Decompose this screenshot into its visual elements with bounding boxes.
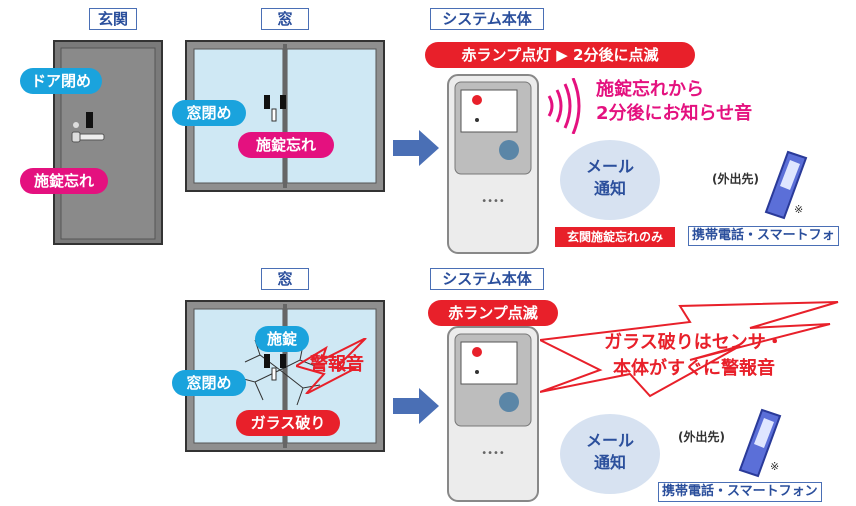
arrow-right-icon-top [393,130,439,166]
window-lock-icon-top [264,95,286,122]
mobile-phone-icon-top [764,150,808,220]
system-device-bottom: •••• [447,326,539,502]
destination-label-top: (外出先) [712,172,759,186]
system-label-bottom: システム本体 [430,268,544,290]
svg-text:••••: •••• [481,196,505,207]
sound-note-line1: 施錠忘れから [596,79,704,100]
phone-label-top: 携帯電話・スマートフォ [688,226,839,246]
locked-badge-bottom: 施錠 [255,326,309,352]
sound-note-line2: 2分後にお知らせ音 [596,103,753,124]
alert-lightning-banner [540,301,839,398]
sound-wave-icon [547,78,581,134]
note-mark-top: ※ [794,203,804,216]
glass-break-badge: ガラス破り [236,410,340,436]
mail-line1-top: メール [585,157,634,176]
svg-text:••••: •••• [481,448,505,459]
window-lock-icon-bottom [264,354,286,381]
system-device-top: •••• [447,74,539,254]
alarm-burst-icon [296,338,367,394]
mail-notification-top: メール 通知 [560,140,660,220]
mail-line1-bottom: メール [585,431,634,450]
door-closed-badge: ドア閉め [20,68,102,94]
door-unlocked-badge: 施錠忘れ [20,168,108,194]
arrow-right-icon-bottom [393,388,439,424]
mobile-phone-icon-bottom [738,408,782,478]
alarm-label: 警報音 [310,354,364,375]
window-closed-badge-bottom: 窓閉め [172,370,246,396]
window-label-bottom: 窓 [261,268,309,290]
lamp-status-badge-top: 赤ランプ点灯 ▶ 2分後に点滅 [425,42,695,68]
alert-line1: ガラス破りはセンサ・ [604,332,784,353]
system-label-top: システム本体 [430,8,544,30]
phone-label-bottom: 携帯電話・スマートフォン [658,482,822,502]
lamp-status-badge-bottom: 赤ランプ点滅 [428,300,558,326]
window-closed-badge-top: 窓閉め [172,100,246,126]
entrance-label: 玄関 [89,8,137,30]
mail-condition-label: 玄関施錠忘れのみ [555,227,675,247]
window-unlocked-badge-top: 施錠忘れ [238,132,334,158]
alert-line2: 本体がすぐに警報音 [613,358,775,379]
note-mark-bottom: ※ [770,460,780,473]
window-label-top: 窓 [261,8,309,30]
mail-notification-bottom: メール 通知 [560,414,660,494]
mail-line2-bottom: 通知 [593,453,626,472]
destination-label-bottom: (外出先) [678,430,725,444]
mail-line2-top: 通知 [593,179,626,198]
door-handle-icon [71,112,105,143]
